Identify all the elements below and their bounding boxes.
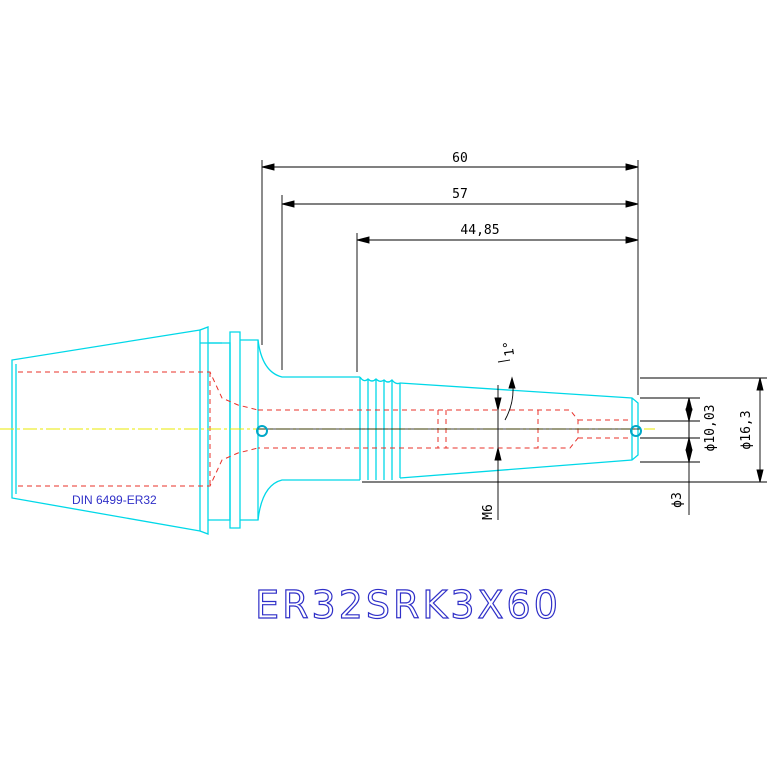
dim-dia-16-3: ϕ16,3	[739, 410, 754, 449]
dim-57: 57	[452, 187, 468, 202]
standard-label: DIN 6499-ER32	[72, 493, 157, 507]
dim-dia-10-03: ϕ10,03	[703, 405, 718, 452]
dimension-lines	[261, 160, 767, 520]
dim-dia-3: ϕ3	[670, 492, 685, 508]
dim-60: 60	[452, 151, 468, 166]
dim-44-85: 44,85	[460, 223, 499, 238]
dim-angle: 1°	[501, 340, 518, 358]
dim-thread-m6: M6	[481, 504, 496, 520]
part-number-title: ER32SRK3X60	[255, 583, 561, 627]
center-marker-right	[630, 425, 642, 437]
center-marker-left	[256, 425, 268, 437]
